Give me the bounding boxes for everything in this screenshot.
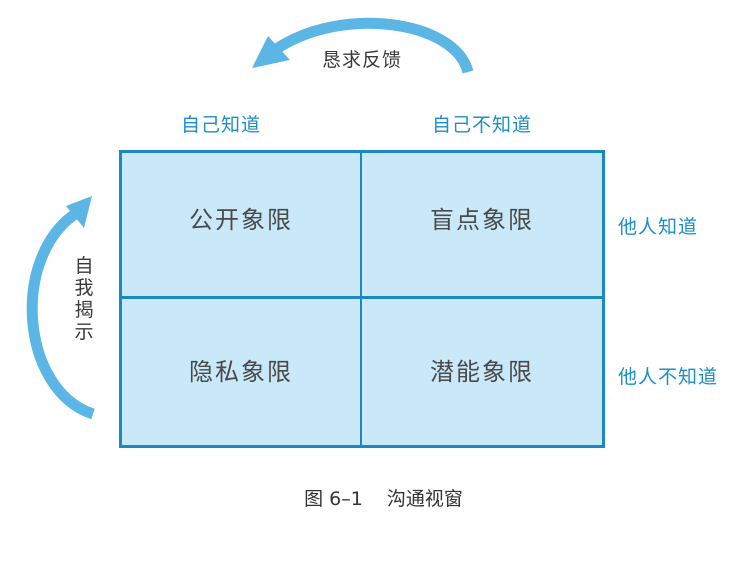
column-header-self-unknown: 自己不知道 [432, 114, 533, 136]
row-header-others-unknown: 他人不知道 [618, 366, 719, 388]
quadrant-hidden-label: 隐私象限 [189, 357, 293, 386]
curved-arrow-left-icon [252, 17, 474, 74]
johari-window-grid: 公开象限 盲点象限 隐私象限 潜能象限 [119, 150, 605, 448]
quadrant-unknown-label: 潜能象限 [430, 357, 534, 386]
curved-arrow-up-icon [26, 196, 95, 420]
quadrant-open: 公开象限 [122, 153, 362, 299]
quadrant-blind-label: 盲点象限 [430, 206, 534, 234]
quadrant-unknown: 潜能象限 [362, 299, 602, 445]
column-header-self-known: 自己知道 [181, 114, 262, 136]
row-header-others-known: 他人知道 [618, 216, 699, 238]
quadrant-open-label: 公开象限 [189, 206, 293, 234]
self-disclosure-label: 自我揭示 [74, 255, 94, 343]
figure-caption: 图 6–1 沟通视窗 [304, 488, 463, 510]
request-feedback-label: 恳求反馈 [321, 49, 402, 71]
quadrant-blind: 盲点象限 [362, 153, 602, 299]
quadrant-hidden: 隐私象限 [122, 299, 362, 445]
